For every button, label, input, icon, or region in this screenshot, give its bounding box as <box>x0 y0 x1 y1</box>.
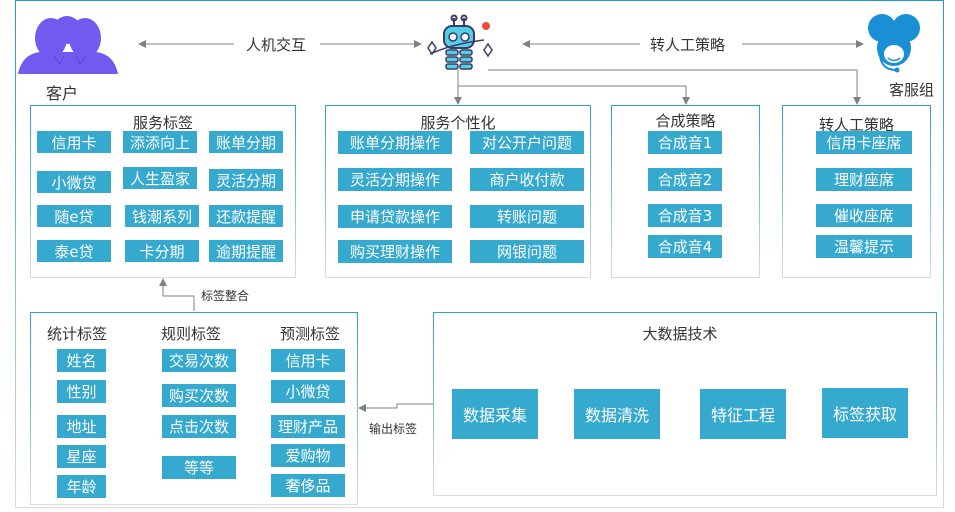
synthesis-item: 合成音2 <box>648 168 722 191</box>
tag-integration-line <box>159 278 195 311</box>
transfer-item: 温馨提示 <box>816 235 912 258</box>
service-tag-item: 钱潮系列 <box>125 205 199 227</box>
synthesis-strategy-title: 合成策略 <box>655 112 716 130</box>
tag-library-col-2-title: 预测标签 <box>280 325 341 343</box>
predict-tag-item: 爱购物 <box>271 444 345 467</box>
big-data-step: 数据清洗 <box>574 389 660 439</box>
stat-tag-item: 年龄 <box>57 475 106 498</box>
service-tag-item: 随e贷 <box>37 205 111 227</box>
personalization-item: 网银问题 <box>470 240 584 263</box>
synthesis-item: 合成音1 <box>648 131 722 154</box>
predict-tag-item: 信用卡 <box>271 349 345 372</box>
predict-tag-item: 奢侈品 <box>271 474 345 497</box>
synthesis-item: 合成音4 <box>648 235 722 258</box>
big-data-box: 大数据技术 <box>433 312 937 496</box>
service-tag-item: 还款提醒 <box>209 205 283 227</box>
synthesis-item: 合成音3 <box>648 204 722 227</box>
service-tag-item: 人生盈家 <box>123 167 197 189</box>
service-personalization-title: 服务个性化 <box>420 114 496 132</box>
transfer-item: 信用卡座席 <box>816 131 912 154</box>
output-tags-line <box>358 403 433 412</box>
stat-tag-item: 地址 <box>57 415 106 438</box>
transfer-item: 理财座席 <box>816 168 912 191</box>
service-tag-item: 账单分期 <box>209 131 283 153</box>
service-tag-item: 信用卡 <box>37 131 111 153</box>
service-tags-title: 服务标签 <box>132 114 193 132</box>
stat-tag-item: 姓名 <box>57 349 106 372</box>
rule-tag-item: 交易次数 <box>162 349 236 372</box>
service-tag-item: 卡分期 <box>125 240 199 262</box>
transfer-item: 催收座席 <box>816 204 912 227</box>
service-tag-item: 小微贷 <box>37 171 111 193</box>
transfer-strategy-box-title: 转人工策略 <box>818 116 894 134</box>
personalization-item: 购买理财操作 <box>338 240 452 263</box>
big-data-step: 特征工程 <box>700 389 786 439</box>
big-data-step: 数据采集 <box>452 389 538 439</box>
predict-tag-item: 小微贷 <box>271 380 345 403</box>
service-tag-item: 逾期提醒 <box>209 240 283 262</box>
personalization-item: 对公开户问题 <box>470 131 584 154</box>
customer-label: 客户 <box>46 84 79 103</box>
output-tags-label: 输出标签 <box>369 422 418 436</box>
rule-tag-item: 购买次数 <box>162 384 236 407</box>
robot-to-transfer <box>488 69 861 105</box>
tag-library-col-0-title: 统计标签 <box>47 325 108 343</box>
robot-to-synthesis <box>458 85 690 105</box>
predict-tag-item: 理财产品 <box>271 415 345 438</box>
transfer-strategy-label: 转人工策略 <box>650 36 726 54</box>
personalization-item: 灵活分期操作 <box>338 168 452 191</box>
service-tag-item: 灵活分期 <box>209 169 283 191</box>
robot-icon <box>427 14 493 70</box>
personalization-item: 申请贷款操作 <box>338 205 452 228</box>
big-data-step: 标签获取 <box>822 388 908 438</box>
stat-tag-item: 星座 <box>57 445 106 468</box>
service-tag-item: 添添向上 <box>123 131 197 153</box>
service-tag-item: 泰e贷 <box>37 240 111 262</box>
headset-agents-icon <box>868 14 920 73</box>
big-data-title: 大数据技术 <box>642 325 718 343</box>
personalization-item: 商户收付款 <box>470 168 584 191</box>
users-group-icon <box>18 16 118 74</box>
stat-tag-item: 性别 <box>57 380 106 403</box>
tag-library-col-1-title: 规则标签 <box>161 325 222 343</box>
rule-tag-item: 点击次数 <box>162 415 236 438</box>
rule-tag-item: 等等 <box>162 456 236 479</box>
tag-integration-label: 标签整合 <box>201 289 250 303</box>
personalization-item: 账单分期操作 <box>338 131 452 154</box>
agents-label: 客服组 <box>889 81 935 99</box>
human-machine-label: 人机交互 <box>246 36 307 54</box>
personalization-item: 转账问题 <box>470 205 584 228</box>
